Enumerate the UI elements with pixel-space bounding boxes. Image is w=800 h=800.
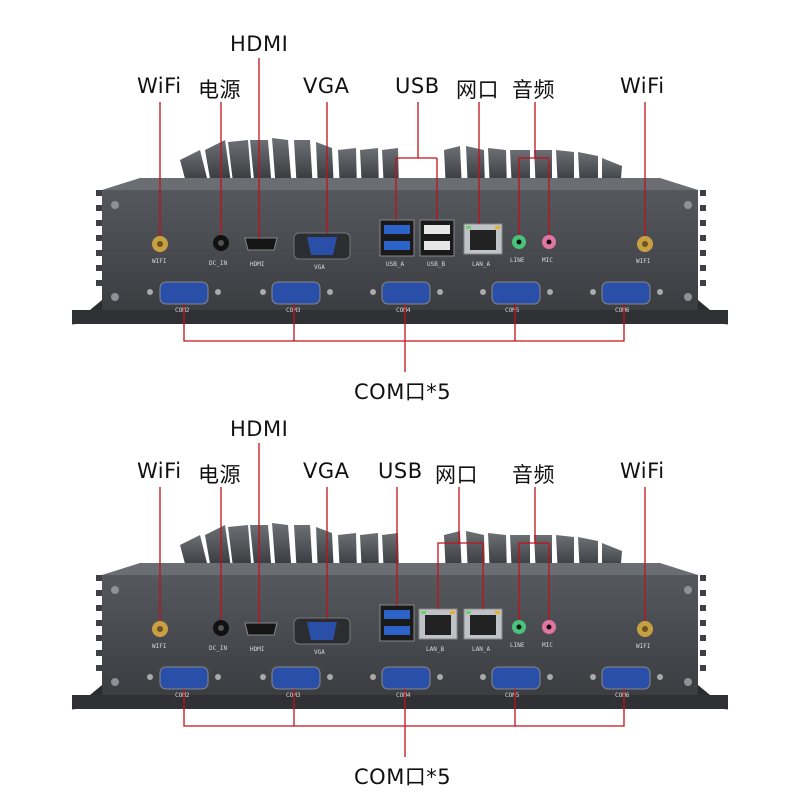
port-label-wifi-right: WIFI	[636, 258, 651, 265]
port-label-com6: COM6	[615, 307, 630, 314]
port-label-usb-b: USB_B	[427, 261, 445, 268]
device-photo-bottom: WIFI DC_IN HDMI VGA LAN_B LAN_A LINE MIC…	[0, 385, 800, 789]
side-fins	[96, 575, 706, 671]
hdmi-port	[244, 622, 278, 636]
label-wifi-right: WiFi	[620, 459, 665, 483]
label-com: COM口*5	[354, 765, 452, 789]
port-label-dc: DC_IN	[209, 260, 227, 267]
port-label-com5: COM5	[505, 307, 520, 314]
port-label-com2: COM2	[175, 692, 190, 699]
label-lan: 网口	[456, 78, 499, 102]
wifi-connector-right	[637, 236, 653, 252]
label-vga: VGA	[303, 74, 350, 98]
wifi-connector-left	[152, 621, 168, 637]
chassis-base	[72, 310, 728, 324]
label-wifi-left: WiFi	[137, 74, 182, 98]
label-audio: 音频	[512, 463, 555, 487]
port-label-mic: MIC	[542, 257, 553, 264]
label-vga: VGA	[303, 459, 350, 483]
port-label-lan-b: LAN_B	[426, 646, 444, 653]
port-label-wifi-right: WIFI	[636, 643, 651, 650]
device-photo-top: WIFI DC_IN HDMI VGA USB_A USB_B LAN_A LI…	[72, 32, 728, 404]
port-label-line: LINE	[510, 257, 525, 264]
hdmi-port	[244, 237, 278, 251]
port-label-lan-a: LAN_A	[472, 261, 490, 268]
label-usb: USB	[395, 74, 440, 98]
screws	[111, 586, 692, 686]
label-wifi-right: WiFi	[620, 74, 665, 98]
port-label-mic: MIC	[542, 642, 553, 649]
port-label-com5: COM5	[505, 692, 520, 699]
port-label-vga: VGA	[314, 264, 325, 271]
port-label-lan-a: LAN_A	[472, 646, 490, 653]
wifi-connector-left	[152, 236, 168, 252]
side-fins	[96, 190, 706, 286]
chassis-top-edge	[102, 178, 698, 190]
port-label-com6: COM6	[615, 692, 630, 699]
label-com: COM口*5	[354, 380, 452, 404]
leader-lines	[159, 58, 646, 372]
chassis-top-edge	[102, 563, 698, 575]
com-ports	[147, 281, 663, 305]
port-label-com4: COM4	[396, 692, 411, 699]
label-power: 电源	[198, 78, 241, 102]
label-usb: USB	[378, 459, 423, 483]
label-wifi-left: WiFi	[137, 459, 182, 483]
port-label-usb-a: USB_A	[386, 261, 404, 268]
label-power: 电源	[198, 463, 241, 487]
device-illustration-top: WIFI DC_IN HDMI VGA USB_A USB_B LAN_A LI…	[72, 58, 728, 372]
label-audio: 音频	[512, 78, 555, 102]
port-label-hdmi: HDMI	[250, 261, 265, 268]
leader-lines	[159, 443, 646, 757]
port-label-com4: COM4	[396, 307, 411, 314]
label-hdmi: HDMI	[230, 417, 289, 441]
label-lan: 网口	[435, 463, 478, 487]
chassis-base	[72, 695, 728, 709]
port-label-line: LINE	[510, 642, 525, 649]
port-label-dc: DC_IN	[209, 645, 227, 652]
device-illustration-bottom: WIFI DC_IN HDMI VGA LAN_B LAN_A LINE MIC…	[72, 443, 728, 757]
com-ports	[147, 666, 663, 690]
port-label-vga: VGA	[314, 649, 325, 656]
port-label-wifi-left: WIFI	[152, 643, 167, 650]
screws	[111, 201, 692, 301]
port-label-wifi-left: WIFI	[152, 258, 167, 265]
label-hdmi: HDMI	[230, 32, 289, 56]
wifi-connector-right	[637, 621, 653, 637]
port-label-hdmi: HDMI	[250, 646, 265, 653]
port-label-com2: COM2	[175, 307, 190, 314]
